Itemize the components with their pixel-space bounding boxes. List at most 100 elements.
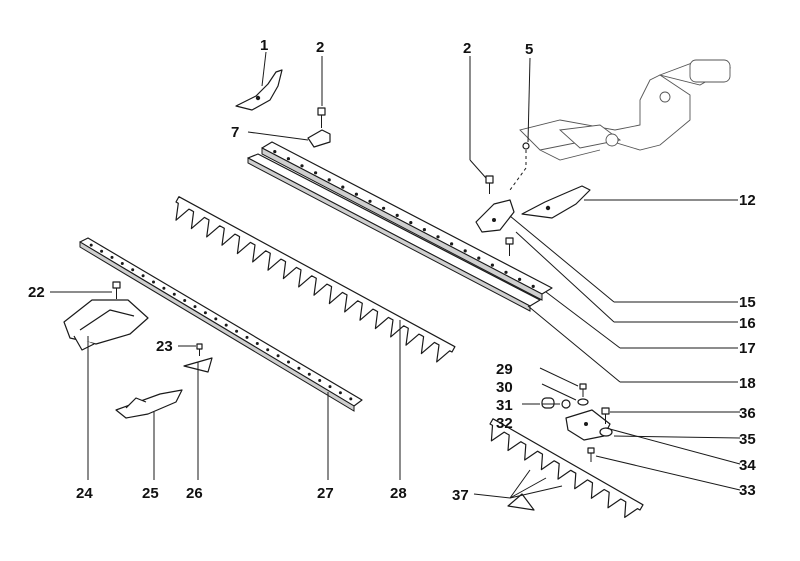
bar-hole (463, 249, 467, 253)
strip-hole (193, 305, 197, 309)
callout-1: 1 (260, 37, 268, 54)
strip-hole (162, 286, 166, 290)
strip-hole (307, 372, 311, 376)
callout-16: 16 (739, 315, 756, 332)
bar-hole (273, 150, 277, 154)
part-bolt-29 (579, 383, 587, 397)
strip-hole (328, 385, 332, 389)
strip-hole (318, 379, 322, 382)
bar-hole (314, 171, 318, 175)
callout-12: 12 (739, 192, 756, 209)
callout-37: 37 (452, 487, 469, 504)
part-bolt-2b (485, 175, 494, 194)
strip-hole (224, 323, 228, 327)
callout-15: 15 (739, 294, 756, 311)
cutter-bar-holes (273, 150, 535, 288)
callout-29: 29 (496, 361, 513, 378)
part-bracket-15 (475, 199, 515, 233)
bar-hole (422, 228, 426, 232)
leader-lines (50, 51, 741, 499)
knife-back-holes (89, 243, 353, 401)
mower-frame-drawing (519, 59, 732, 161)
callout-22: 22 (28, 284, 45, 301)
strip-hole (245, 335, 249, 339)
part-plate-7 (307, 129, 331, 148)
part-rivet-23 (196, 343, 203, 356)
strip-hole (297, 366, 301, 370)
bar-hole (395, 213, 399, 217)
part-bushing-32 (541, 397, 555, 409)
bar-hole (368, 199, 372, 203)
part-bolt-36 (601, 407, 610, 424)
part-cutter-bar-17 (247, 141, 553, 312)
part-clip-1 (235, 69, 283, 111)
callout-27: 27 (317, 485, 334, 502)
callout-35: 35 (739, 431, 756, 448)
callout-17: 17 (739, 340, 756, 357)
part-knife-back-27 (79, 237, 363, 412)
strip-hole (120, 262, 124, 265)
callout-7: 7 (231, 124, 239, 141)
bar-hole (450, 242, 454, 246)
strip-hole (214, 317, 218, 321)
bar-hole (477, 256, 481, 260)
callout-26: 26 (186, 485, 203, 502)
bar-hole (354, 192, 358, 196)
strip-hole (89, 243, 93, 247)
part-washer-30 (577, 398, 589, 406)
callout-34: 34 (739, 457, 756, 474)
callout-25: 25 (142, 485, 159, 502)
part-guard-24 (63, 299, 149, 351)
bar-hole (286, 157, 290, 161)
callout-32: 32 (496, 415, 513, 432)
callout-23: 23 (156, 338, 173, 355)
callout-5: 5 (525, 41, 533, 58)
strip-hole (131, 268, 135, 272)
part-bolt-2a (317, 107, 326, 128)
callout-18: 18 (739, 375, 756, 392)
strip-hole (338, 391, 342, 395)
part-bolt-33 (587, 447, 595, 462)
callout-24: 24 (76, 485, 93, 502)
callout-36: 36 (739, 405, 756, 422)
bar-hole (341, 185, 345, 189)
strip-hole (266, 348, 270, 352)
part-clip-12 (521, 185, 591, 219)
strip-hole (183, 299, 187, 302)
part-knife-section-37 (489, 418, 644, 518)
callout-31: 31 (496, 397, 513, 414)
bar-hole (518, 277, 522, 281)
strip-hole (287, 360, 290, 364)
part-guard-25 (115, 389, 183, 419)
bar-hole (436, 235, 440, 239)
strip-hole (152, 280, 155, 284)
callout-28: 28 (390, 485, 407, 502)
bar-hole (327, 178, 331, 182)
strip-hole (100, 249, 104, 253)
part-screw-5 (509, 142, 530, 191)
bar-hole (382, 206, 386, 210)
part-nut-31 (561, 399, 571, 409)
part-bolt-17 (505, 237, 514, 256)
strip-hole (276, 354, 280, 358)
strip-hole (255, 342, 259, 345)
bar-hole (490, 263, 494, 267)
callout-33: 33 (739, 482, 756, 499)
strip-hole (110, 255, 114, 259)
strip-hole (172, 292, 176, 296)
callout-30: 30 (496, 379, 513, 396)
callout-2-top: 2 (316, 39, 324, 56)
callout-labels: 1 2 2 5 7 12 15 16 17 18 22 23 24 25 26 … (28, 37, 756, 504)
part-bolt-22 (112, 281, 121, 299)
strip-hole (235, 329, 239, 333)
part-knife-section-28 (175, 196, 456, 363)
callout-2-right: 2 (463, 40, 471, 57)
strip-hole (203, 311, 207, 315)
strip-hole (349, 397, 353, 401)
bar-hole (409, 221, 413, 225)
bar-hole (531, 284, 535, 288)
bar-hole (300, 164, 304, 168)
strip-hole (141, 274, 145, 278)
bar-hole (504, 270, 508, 274)
